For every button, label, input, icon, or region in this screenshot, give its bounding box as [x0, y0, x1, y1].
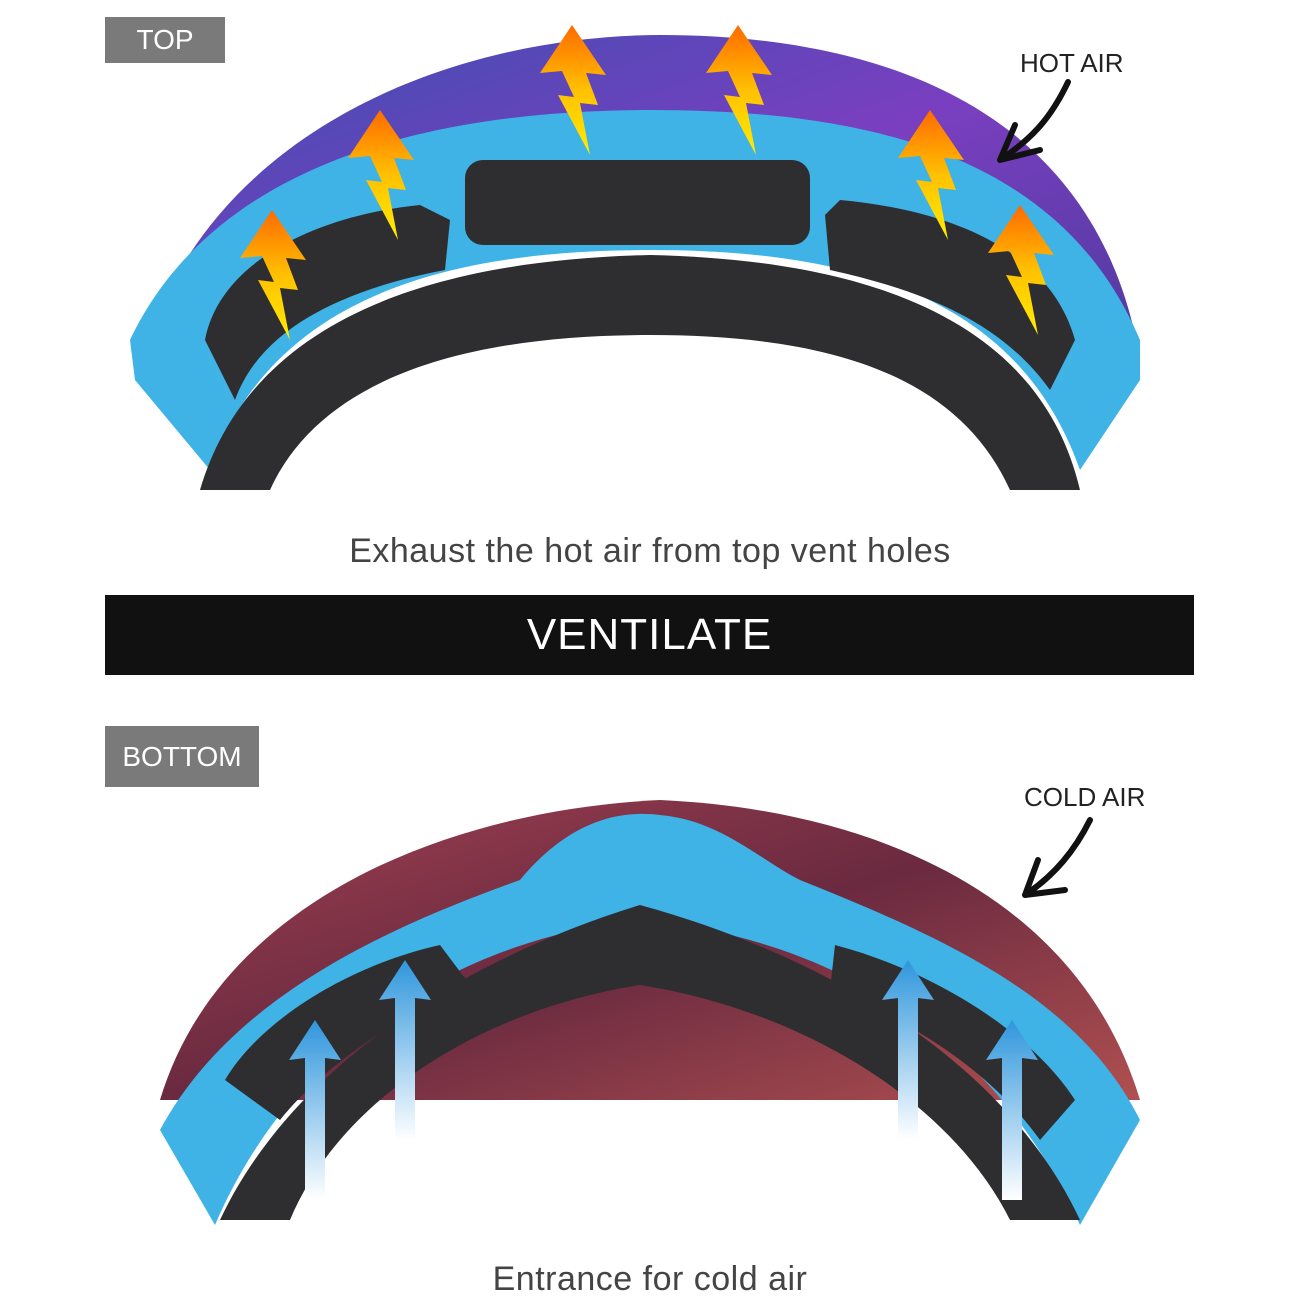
top-goggle: [130, 25, 1140, 490]
top-tag: TOP: [105, 17, 225, 63]
bottom-goggle: [160, 800, 1140, 1225]
cold-air-label: COLD AIR: [1024, 782, 1146, 812]
top-caption: Exhaust the hot air from top vent holes: [349, 532, 951, 570]
hot-air-pointer-arrow: [997, 79, 1071, 163]
bottom-tag: BOTTOM: [105, 726, 259, 787]
ventilate-banner: VENTILATE: [105, 595, 1194, 675]
bottom-caption: Entrance for cold air: [492, 1260, 808, 1298]
cold-air-pointer-arrow: [1022, 817, 1093, 898]
hot-air-label: HOT AIR: [1020, 48, 1124, 78]
